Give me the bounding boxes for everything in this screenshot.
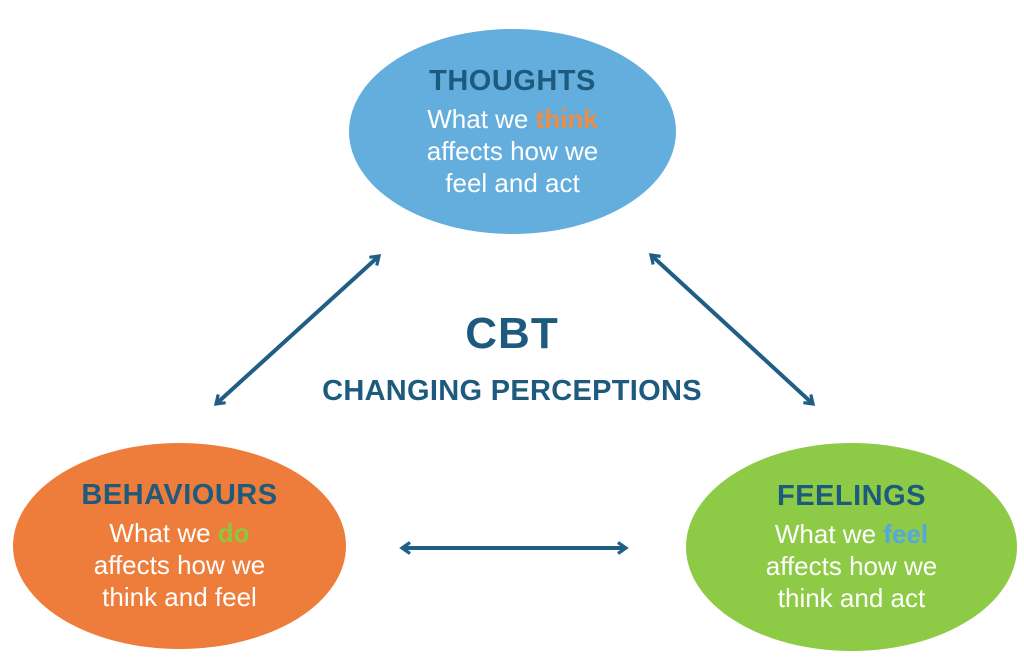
behaviours-node: BEHAVIOURS What we do affects how we thi… <box>13 443 346 649</box>
thoughts-title: THOUGHTS <box>429 64 596 97</box>
thoughts-body-prefix: What we <box>427 103 529 134</box>
cbt-subtitle: CHANGING PERCEPTIONS <box>322 375 702 407</box>
feelings-body-line2: affects how we <box>765 551 938 581</box>
behaviours-body-line3: think and feel <box>102 582 257 612</box>
feelings-body-line3: think and act <box>777 583 926 613</box>
behaviours-body-prefix: What we <box>109 518 211 548</box>
feelings-body-line1: What we feel <box>766 518 938 550</box>
feelings-body: What we feel affects how we think and ac… <box>766 518 938 614</box>
feelings-body-prefix: What we <box>774 519 877 549</box>
thoughts-body-line3: feel and act <box>445 167 580 198</box>
feelings-node: FEELINGS What we feel affects how we thi… <box>686 443 1017 651</box>
center-text-block: CBT CHANGING PERCEPTIONS <box>262 310 762 408</box>
feelings-title: FEELINGS <box>776 480 926 512</box>
thoughts-node: THOUGHTS What we think affects how we fe… <box>349 29 676 234</box>
thoughts-highlight-word: think <box>535 103 598 134</box>
cbt-title: CBT <box>465 309 559 358</box>
behaviours-title: BEHAVIOURS <box>81 479 278 511</box>
arrow-thoughts-feelings <box>648 253 816 406</box>
behaviours-body: What we do affects how we think and feel <box>94 517 266 613</box>
behaviours-body-line1: What we do <box>94 517 266 549</box>
behaviours-body-line2: affects how we <box>93 550 266 580</box>
arrow-thoughts-behaviours <box>213 254 382 406</box>
feelings-highlight-word: feel <box>883 519 929 549</box>
behaviours-highlight-word: do <box>217 518 250 548</box>
thoughts-body-line1: What we think <box>427 103 599 135</box>
thoughts-body-line2: affects how we <box>426 135 599 166</box>
thoughts-body: What we think affects how we feel and ac… <box>427 103 599 199</box>
